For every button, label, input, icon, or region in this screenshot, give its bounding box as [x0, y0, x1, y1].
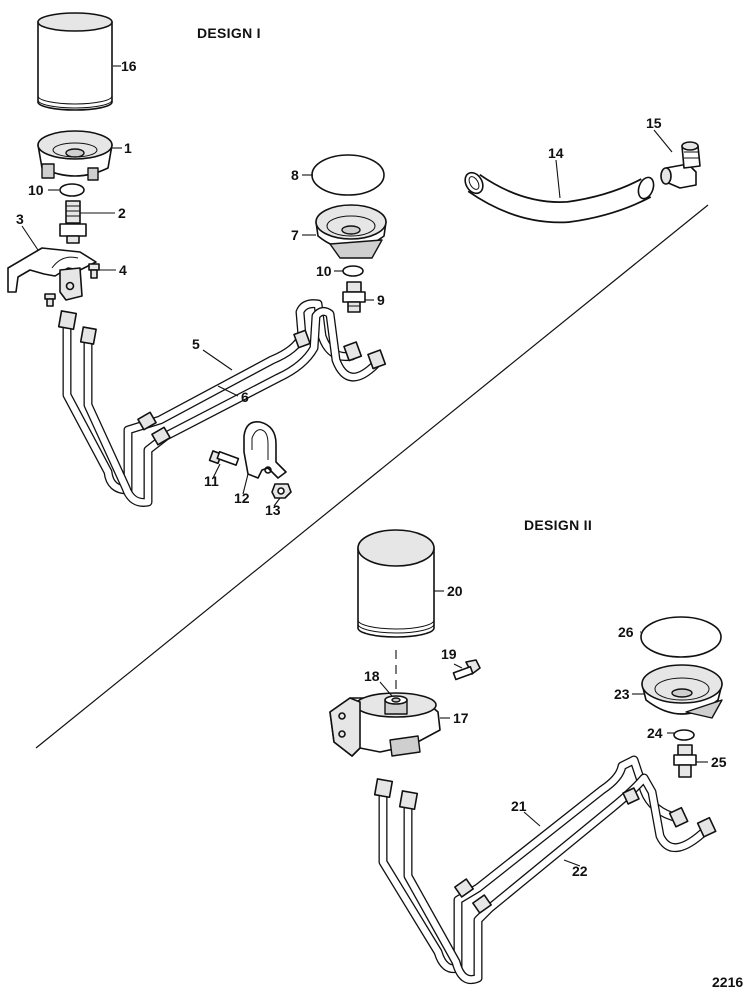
callout-17: 17	[453, 710, 469, 726]
bracket-3	[7, 247, 97, 301]
o-ring-10-lower	[342, 265, 364, 277]
filter-adapter-1	[37, 130, 113, 181]
callout-9: 9	[377, 292, 385, 308]
callout-15: 15	[646, 115, 662, 131]
callout-13: 13	[265, 502, 281, 518]
o-ring-24	[673, 729, 695, 741]
fitting-25	[673, 744, 697, 778]
callout-21: 21	[511, 798, 527, 814]
callout-4: 4	[119, 262, 127, 278]
callout-23: 23	[614, 686, 630, 702]
filter-adapter-7	[315, 204, 387, 259]
callout-19: 19	[441, 646, 457, 662]
callout-10-upper: 10	[28, 182, 44, 198]
callout-26: 26	[618, 624, 634, 640]
callout-10-lower: 10	[316, 263, 332, 279]
screw-4	[88, 263, 100, 279]
bolt-19	[452, 659, 481, 681]
callout-2: 2	[118, 205, 126, 221]
callout-11: 11	[204, 473, 219, 489]
callout-5: 5	[192, 336, 200, 352]
fitting-18	[384, 695, 408, 715]
callout-12: 12	[234, 490, 250, 506]
clamp-12	[243, 420, 287, 479]
o-ring-10-upper	[59, 183, 85, 197]
callout-3: 3	[16, 211, 24, 227]
oil-lines-21-22	[373, 755, 717, 985]
nut-13	[271, 483, 292, 499]
callout-20: 20	[447, 583, 463, 599]
filter-adapter-23	[641, 664, 723, 719]
design-2-title: DESIGN II	[524, 517, 592, 533]
filter-adapter-17	[329, 692, 441, 757]
design-1-title: DESIGN I	[197, 25, 261, 41]
figure-number: 2216	[712, 974, 743, 990]
callout-16: 16	[121, 58, 137, 74]
oil-lines-5-6	[57, 299, 387, 507]
callout-24: 24	[647, 725, 663, 741]
hose-14	[464, 171, 655, 224]
oil-filter-16	[37, 12, 113, 111]
fitting-9	[342, 281, 366, 313]
leader-lines	[21, 65, 708, 867]
ring-8	[311, 154, 385, 196]
elbow-15	[660, 141, 701, 189]
screw-bracket	[44, 293, 56, 307]
callout-22: 22	[572, 863, 588, 879]
callout-18: 18	[364, 668, 380, 684]
callout-7: 7	[291, 227, 299, 243]
design-divider-line	[35, 204, 709, 749]
bolt-11	[208, 450, 240, 466]
callout-25: 25	[711, 754, 727, 770]
callout-8: 8	[291, 167, 299, 183]
ring-26	[640, 616, 722, 658]
callout-6: 6	[241, 389, 249, 405]
callout-14: 14	[548, 145, 564, 161]
fitting-2	[59, 200, 87, 244]
oil-filter-20	[357, 529, 435, 638]
callout-1: 1	[124, 140, 132, 156]
